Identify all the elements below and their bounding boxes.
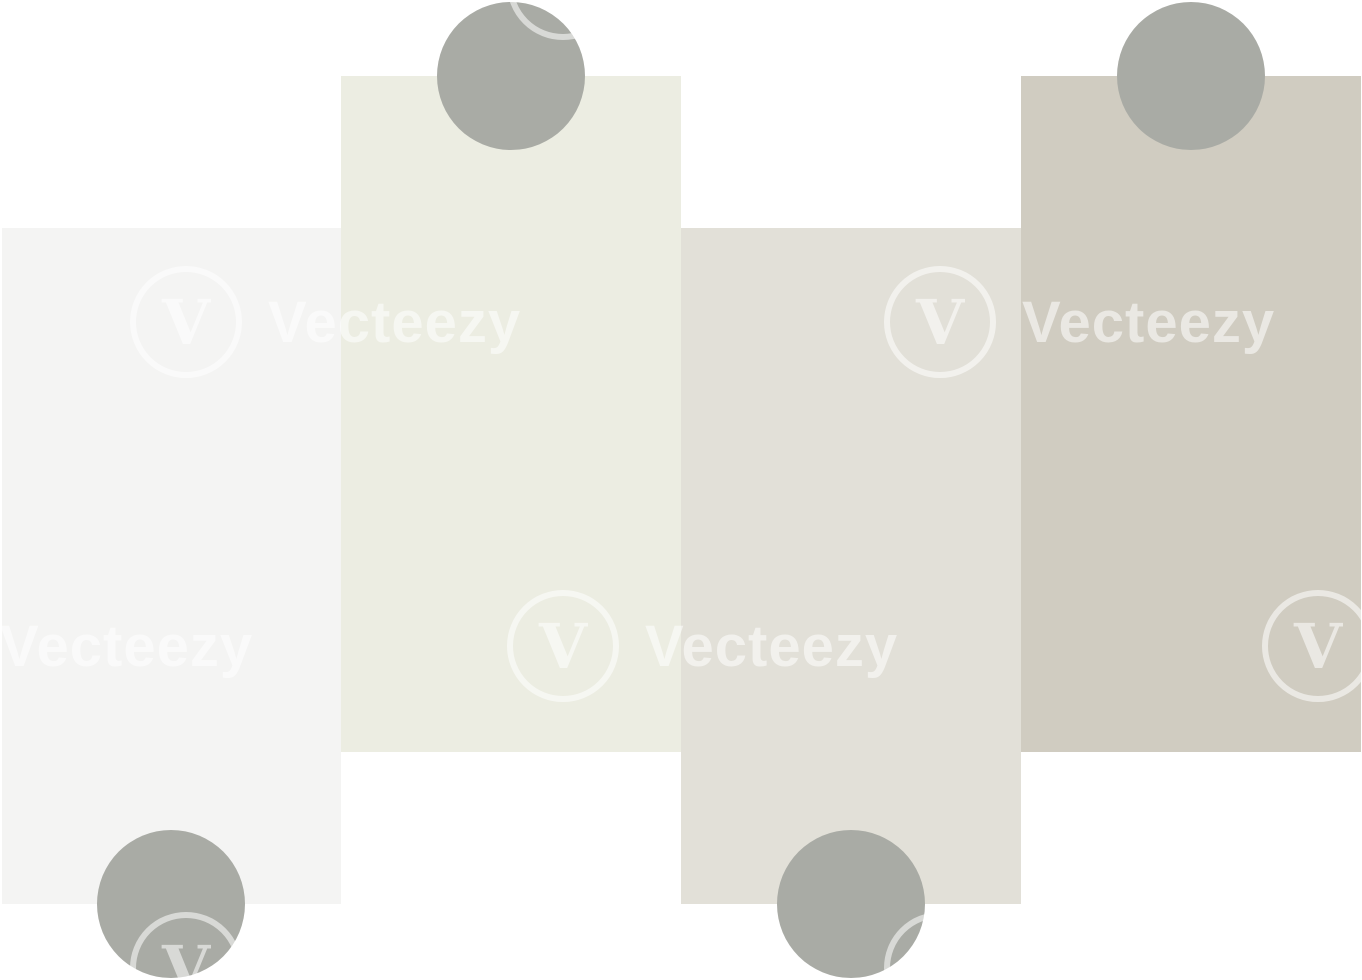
watermark-text: Vecteezy [268, 935, 522, 980]
step-4-panel [1021, 76, 1361, 752]
step-3-marker-circle [777, 830, 925, 978]
step-3-panel [681, 228, 1021, 904]
step-1-marker-circle [97, 830, 245, 978]
step-2-panel [341, 76, 681, 752]
step-2-marker-circle [437, 2, 585, 150]
watermark-text: Vecteezy [645, 0, 898, 18]
watermark-text: Vecteezy [1022, 935, 1276, 980]
step-1-panel [2, 228, 341, 904]
step-4-marker-circle [1117, 2, 1265, 150]
watermark: V Vecteezy [884, 912, 1275, 980]
